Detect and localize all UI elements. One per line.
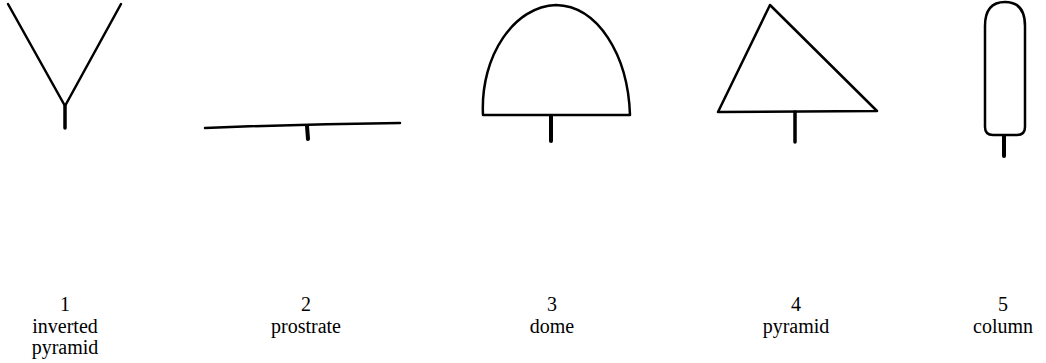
stem	[793, 112, 797, 142]
stem	[63, 106, 67, 128]
pyramid-outline	[718, 5, 877, 112]
growth-form-name: prostrate	[271, 316, 341, 337]
figure-number: 5	[998, 294, 1008, 315]
stem	[307, 126, 308, 139]
growth-form-name: inverted pyramid	[15, 316, 115, 358]
growth-form-name: column	[973, 316, 1033, 337]
growth-form-name: pyramid	[763, 316, 830, 337]
stem	[549, 116, 553, 141]
prostrate-shape	[205, 123, 400, 139]
figure-number: 4	[791, 294, 801, 315]
figure-number: 3	[547, 294, 557, 315]
column-outline	[985, 2, 1025, 135]
column-shape	[985, 2, 1025, 156]
dome-shape	[483, 5, 630, 141]
pyramid-shape	[718, 5, 877, 142]
dome-outline	[483, 5, 630, 115]
growth-form-name: dome	[530, 316, 574, 337]
figure-number: 2	[301, 294, 311, 315]
prostrate-outline	[205, 123, 400, 128]
inverted-pyramid-shape	[8, 4, 121, 128]
inverted-pyramid-outline	[8, 4, 121, 106]
stem	[1002, 136, 1006, 156]
figure-number: 1	[60, 294, 70, 315]
